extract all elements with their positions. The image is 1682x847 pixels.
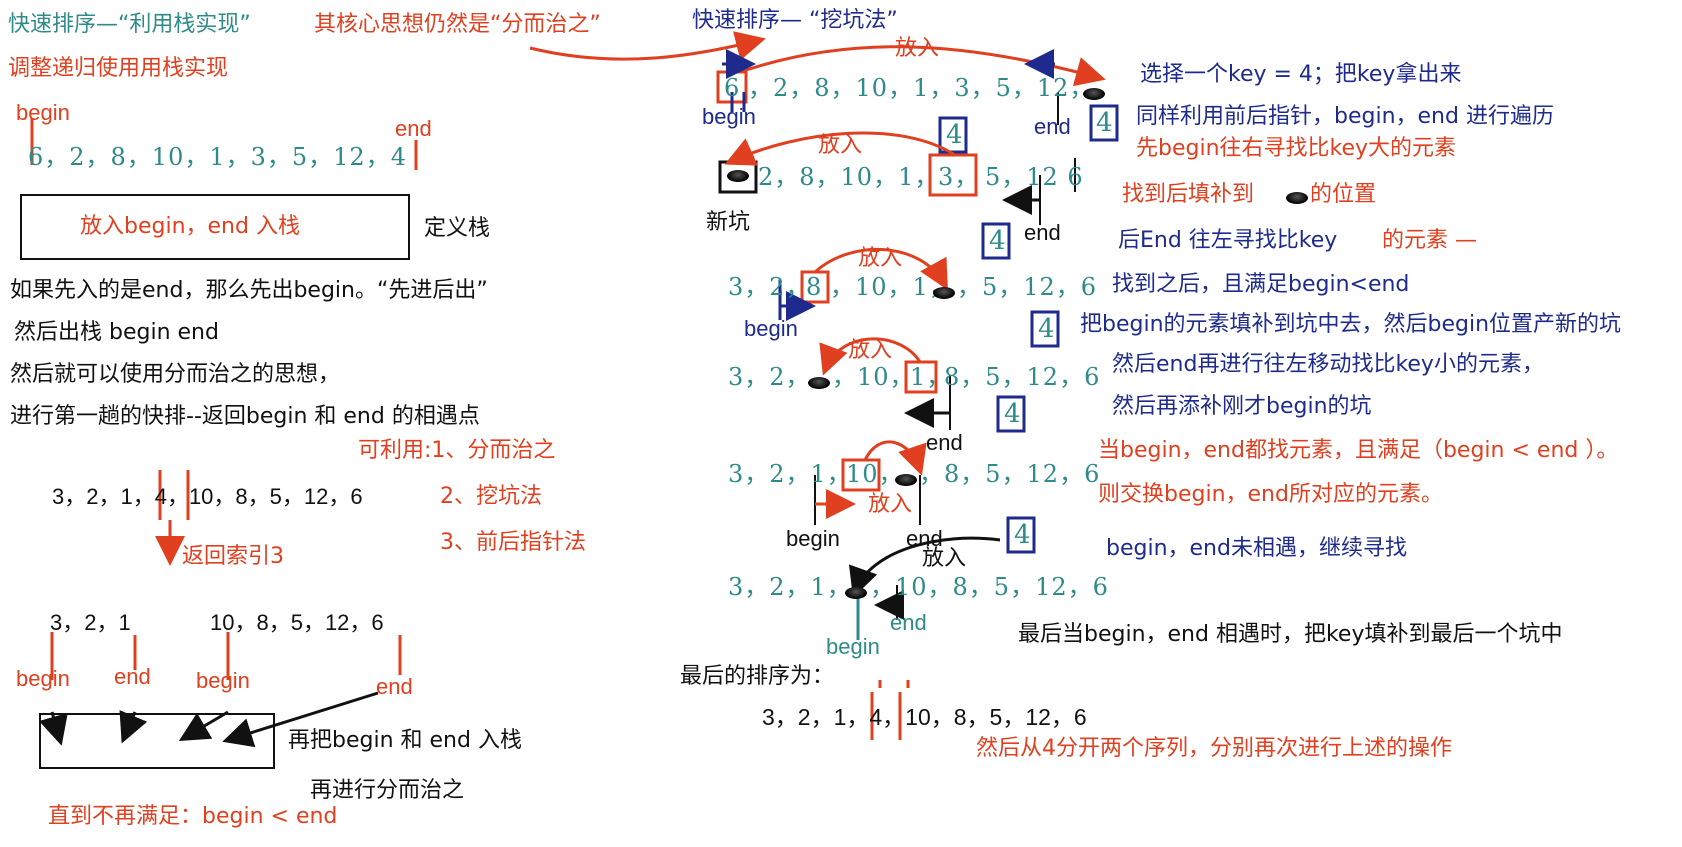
key-box-6: 4 [1014, 520, 1032, 550]
sub-left-sequence: 3，2，1 [50, 610, 131, 635]
row4-cell0: 3，2， [728, 363, 811, 391]
usable-1: 可利用:1、分而治之 [358, 438, 556, 463]
final-sequence: 3，2，1，4，10，8，5，12，6 [762, 704, 1087, 730]
pit-row4 [808, 377, 830, 389]
bottom-begin-1: begin [16, 666, 70, 691]
note-4a: 找到后填补到 [1122, 182, 1255, 207]
row6-end: end [890, 610, 927, 635]
key-box-5: 4 [1004, 399, 1022, 429]
row5-end: end [906, 526, 943, 551]
note-1: 选择一个key = 4；把key拿出来 [1140, 62, 1462, 87]
note-8: 然后end再进行往左移动找比key小的元素， [1112, 352, 1544, 377]
put-in-label-3: 放入 [858, 246, 903, 271]
note-10: 当begin，end都找元素，且满足（begin < end ）。 [1098, 438, 1619, 463]
put-in-label-1: 放入 [895, 36, 940, 61]
row3-cell2: ，10，1， [830, 273, 954, 301]
row3-cell4: ，5，12，6 [957, 273, 1098, 301]
title-arrow [529, 31, 766, 61]
key-box-3: 4 [989, 226, 1007, 256]
put-in-label-5: 放入 [868, 492, 913, 517]
row4-cell2: ，10， [832, 363, 915, 391]
left-end-label: end [395, 116, 432, 141]
note-6: 找到之后，且满足begin<end [1112, 272, 1410, 297]
left-subtitle: 调整递归使用用栈实现 [8, 56, 229, 81]
left-line-2: 然后出栈 begin end [14, 320, 219, 345]
put-in-label-4: 放入 [848, 338, 893, 363]
usable-2: 2、挖坑法 [440, 484, 542, 509]
row1-begin: begin [702, 104, 756, 129]
row6-cell2: ，10，8，5，12，6 [870, 573, 1109, 601]
row3-begin: begin [744, 316, 798, 341]
pit-row3 [933, 287, 955, 299]
key-box-4: 4 [1038, 314, 1056, 344]
row1-cell1: ，2，8，10，1，3，5，12， [748, 74, 1095, 102]
until-condition: 直到不再满足：begin < end [48, 804, 338, 829]
pit-row5 [895, 474, 917, 486]
note-2: 同样利用前后指针，begin，end 进行遍历 [1136, 104, 1554, 129]
left-title: 快速排序—“利用栈实现” [8, 12, 251, 37]
row5-cell1: 10， [846, 460, 904, 488]
sub-right-sequence: 10，8，5，12，6 [210, 610, 384, 635]
left-line-1: 如果先入的是end，那么先出begin。“先进后出” [10, 278, 488, 303]
row3-cell1: 8 [806, 273, 823, 301]
left-line-4: 进行第一趟的快排--返回begin 和 end 的相遇点 [10, 404, 480, 429]
row4-end: end [926, 430, 963, 455]
left-title-note: 其核心思想仍然是“分而治之” [314, 12, 601, 37]
row4-cell3: 1， [910, 363, 952, 391]
note-13: 最后当begin，end 相遇时，把key填补到最后一个坑中 [1018, 622, 1563, 647]
row4-cell4: 8，5，12，6 [944, 363, 1101, 391]
row2-cell2: 3， [938, 163, 980, 191]
pit-row1 [1083, 88, 1105, 100]
row2-cell1: 2，8，10，1， [758, 163, 940, 191]
row2-cell3: 5，12 6 [985, 163, 1084, 191]
bottom-end-1: end [114, 664, 151, 689]
row5-begin: begin [786, 526, 840, 551]
usable-3: 3、前后指针法 [440, 530, 586, 555]
bottom-begin-2: begin [196, 668, 250, 693]
final-label: 最后的排序为： [680, 664, 835, 689]
key-box-1: 4 [1096, 108, 1114, 138]
stack-box-text: 放入begin，end 入栈 [80, 214, 300, 239]
row5-cell3: ，8，5，12，6 [919, 460, 1101, 488]
return-index: 返回索引3 [182, 544, 284, 569]
middle-title: 快速排序— “挖坑法” [692, 8, 898, 33]
note-5a: 后End 往左寻找比key [1118, 228, 1338, 253]
note-12: begin，end未相遇，继续寻找 [1106, 536, 1407, 561]
row2-end: end [1024, 220, 1061, 245]
row6-begin: begin [826, 634, 880, 659]
left-line-3: 然后就可以使用分而治之的思想， [10, 362, 341, 387]
note-9: 然后再添补刚才begin的坑 [1112, 394, 1372, 419]
put-in-label-2: 放入 [818, 133, 863, 158]
stack-box-2 [39, 713, 275, 769]
pit-in-note [1286, 192, 1308, 204]
row1-end: end [1034, 114, 1071, 139]
push-again: 再把begin 和 end 入栈 [288, 728, 522, 753]
put-in-label-6: 放入 [922, 546, 967, 571]
pit-row6 [845, 587, 867, 599]
note-3: 先begin往右寻找比key大的元素 [1136, 136, 1457, 161]
note-4b: 的位置 [1310, 182, 1377, 207]
stack-label: 定义栈 [424, 216, 491, 241]
note-11: 则交换begin，end所对应的元素。 [1098, 482, 1443, 507]
divide-again: 再进行分而治之 [310, 778, 465, 803]
note-5b: 的元素 — [1382, 228, 1477, 253]
left-sequence-2: 3，2，1，4，10，8，5，12，6 [52, 484, 363, 509]
final-note: 然后从4分开两个序列，分别再次进行上述的操作 [976, 736, 1452, 761]
row5-cell0: 3，2，1， [728, 460, 852, 488]
key-box-2: 4 [946, 120, 964, 150]
new-pit-label: 新坑 [706, 210, 751, 235]
left-begin-label: begin [16, 100, 70, 125]
row3-cell0: 3，2， [728, 273, 811, 301]
left-sequence-1: 6，2，8，10，1，3，5，12，4 [28, 143, 407, 171]
bottom-end-2: end [376, 674, 413, 699]
note-7: 把begin的元素填补到坑中去，然后begin位置产新的坑 [1080, 312, 1622, 337]
stack-box [20, 194, 410, 260]
row6-cell0: 3，2，1， [728, 573, 852, 601]
pit-row2 [727, 170, 749, 182]
row1-cell0: 6 [724, 74, 741, 102]
